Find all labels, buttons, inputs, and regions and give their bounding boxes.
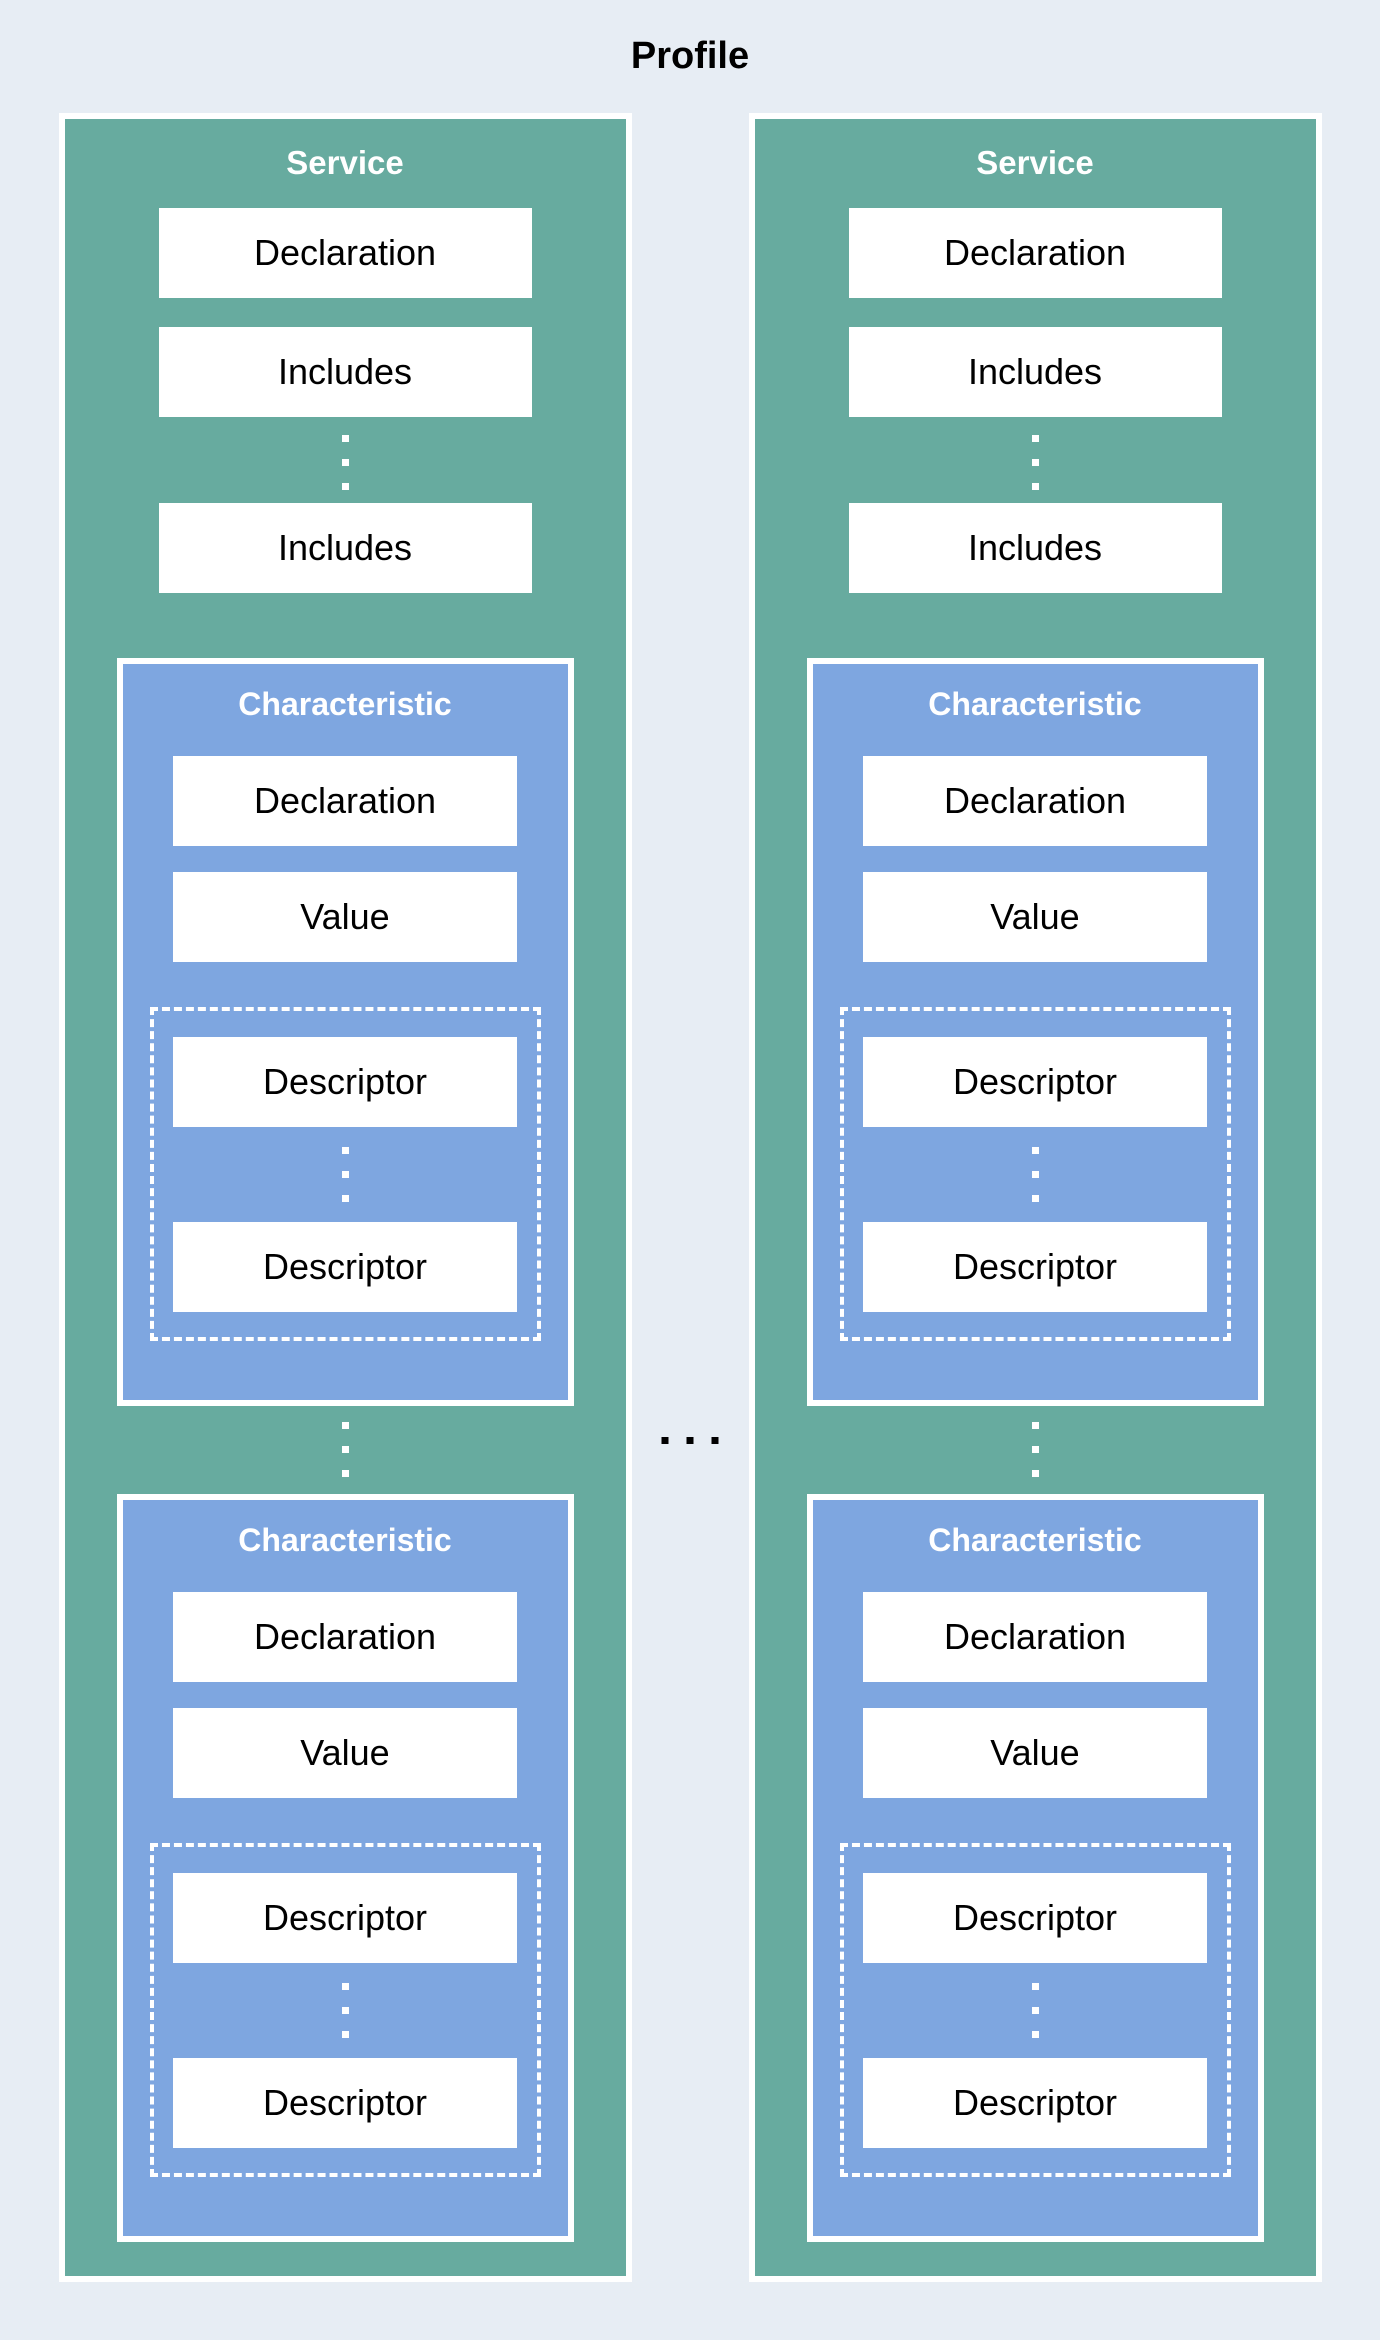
ellipsis-dot <box>341 1446 349 1453</box>
ellipsis-dot <box>341 1983 349 1990</box>
characteristic-value-box: Value <box>863 1708 1207 1798</box>
ellipsis-dot <box>1031 1470 1039 1477</box>
ellipsis-dot <box>1031 459 1039 466</box>
characteristic-box: Characteristic Declaration Value Descrip… <box>806 658 1264 1406</box>
service-includes-box: Includes <box>848 503 1222 593</box>
characteristic-title: Characteristic <box>238 1522 452 1558</box>
ellipsis-dot <box>1031 1195 1039 1202</box>
service-box-body: Service Declaration Includes Includes Ch… <box>754 119 1316 2276</box>
ellipsis-dot <box>711 1437 719 1444</box>
vertical-ellipsis-icon <box>1031 1983 1039 2038</box>
descriptor-box: Descriptor <box>863 1873 1207 1963</box>
characteristic-box-body: Characteristic Declaration Value Descrip… <box>812 1500 1258 2236</box>
characteristic-declaration-box: Declaration <box>863 756 1207 846</box>
descriptor-group: Descriptor Descriptor <box>149 1007 541 1341</box>
characteristic-declaration-box: Declaration <box>863 1592 1207 1682</box>
service-includes-box: Includes <box>158 327 532 417</box>
service-declaration-box: Declaration <box>158 208 532 298</box>
ellipsis-dot <box>1031 2031 1039 2038</box>
ellipsis-dot <box>341 459 349 466</box>
vertical-ellipsis-icon <box>341 435 349 490</box>
vertical-ellipsis-icon <box>341 1983 349 2038</box>
ellipsis-dot <box>661 1437 669 1444</box>
descriptor-box: Descriptor <box>173 1037 517 1127</box>
ellipsis-dot <box>1031 1983 1039 1990</box>
services-row: Service Declaration Includes Includes Ch… <box>0 113 1380 2282</box>
ellipsis-dot <box>341 1195 349 1202</box>
characteristic-title: Characteristic <box>238 686 452 722</box>
ellipsis-dot <box>341 2031 349 2038</box>
characteristic-title: Characteristic <box>928 1522 1142 1558</box>
characteristic-box-body: Characteristic Declaration Value Descrip… <box>122 664 568 1400</box>
service-includes-box: Includes <box>848 327 1222 417</box>
service-box: Service Declaration Includes Includes Ch… <box>58 113 632 2282</box>
ellipsis-dot <box>686 1437 694 1444</box>
characteristic-box: Characteristic Declaration Value Descrip… <box>116 1494 574 2242</box>
ellipsis-dot <box>341 1171 349 1178</box>
service-title: Service <box>976 144 1094 181</box>
ellipsis-dot <box>1031 1446 1039 1453</box>
vertical-ellipsis-icon <box>341 1422 349 1477</box>
vertical-ellipsis-icon <box>1031 435 1039 490</box>
descriptor-box: Descriptor <box>173 1873 517 1963</box>
vertical-ellipsis-icon <box>1031 1147 1039 1202</box>
characteristic-declaration-box: Declaration <box>173 1592 517 1682</box>
ellipsis-dot <box>341 1422 349 1429</box>
characteristic-title: Characteristic <box>928 686 1142 722</box>
ellipsis-dot <box>1031 2007 1039 2014</box>
characteristic-declaration-box: Declaration <box>173 756 517 846</box>
service-declaration-box: Declaration <box>848 208 1222 298</box>
ellipsis-dot <box>1031 1171 1039 1178</box>
ellipsis-dot <box>341 1470 349 1477</box>
characteristic-value-box: Value <box>173 872 517 962</box>
characteristic-box: Characteristic Declaration Value Descrip… <box>806 1494 1264 2242</box>
service-box: Service Declaration Includes Includes Ch… <box>748 113 1322 2282</box>
ellipsis-dot <box>1031 483 1039 490</box>
descriptor-group: Descriptor Descriptor <box>839 1843 1231 2177</box>
characteristic-value-box: Value <box>863 872 1207 962</box>
descriptor-box: Descriptor <box>863 1222 1207 1312</box>
descriptor-group: Descriptor Descriptor <box>839 1007 1231 1341</box>
service-title: Service <box>286 144 404 181</box>
ellipsis-dot <box>1031 1422 1039 1429</box>
ellipsis-dot <box>341 435 349 442</box>
characteristic-box: Characteristic Declaration Value Descrip… <box>116 658 574 1406</box>
characteristic-value-box: Value <box>173 1708 517 1798</box>
service-includes-box: Includes <box>158 503 532 593</box>
descriptor-group: Descriptor Descriptor <box>149 1843 541 2177</box>
service-box-body: Service Declaration Includes Includes Ch… <box>64 119 626 2276</box>
ellipsis-dot <box>341 2007 349 2014</box>
descriptor-box: Descriptor <box>173 1222 517 1312</box>
vertical-ellipsis-icon <box>1031 1422 1039 1477</box>
characteristic-box-body: Characteristic Declaration Value Descrip… <box>122 1500 568 2236</box>
ellipsis-dot <box>341 483 349 490</box>
vertical-ellipsis-icon <box>341 1147 349 1202</box>
descriptor-box: Descriptor <box>863 2058 1207 2148</box>
characteristic-box-body: Characteristic Declaration Value Descrip… <box>812 664 1258 1400</box>
descriptor-box: Descriptor <box>863 1037 1207 1127</box>
horizontal-ellipsis-icon <box>661 1437 719 1444</box>
descriptor-box: Descriptor <box>173 2058 517 2148</box>
page-title: Profile <box>630 35 750 77</box>
ellipsis-dot <box>1031 1147 1039 1154</box>
ellipsis-dot <box>1031 435 1039 442</box>
ellipsis-dot <box>341 1147 349 1154</box>
